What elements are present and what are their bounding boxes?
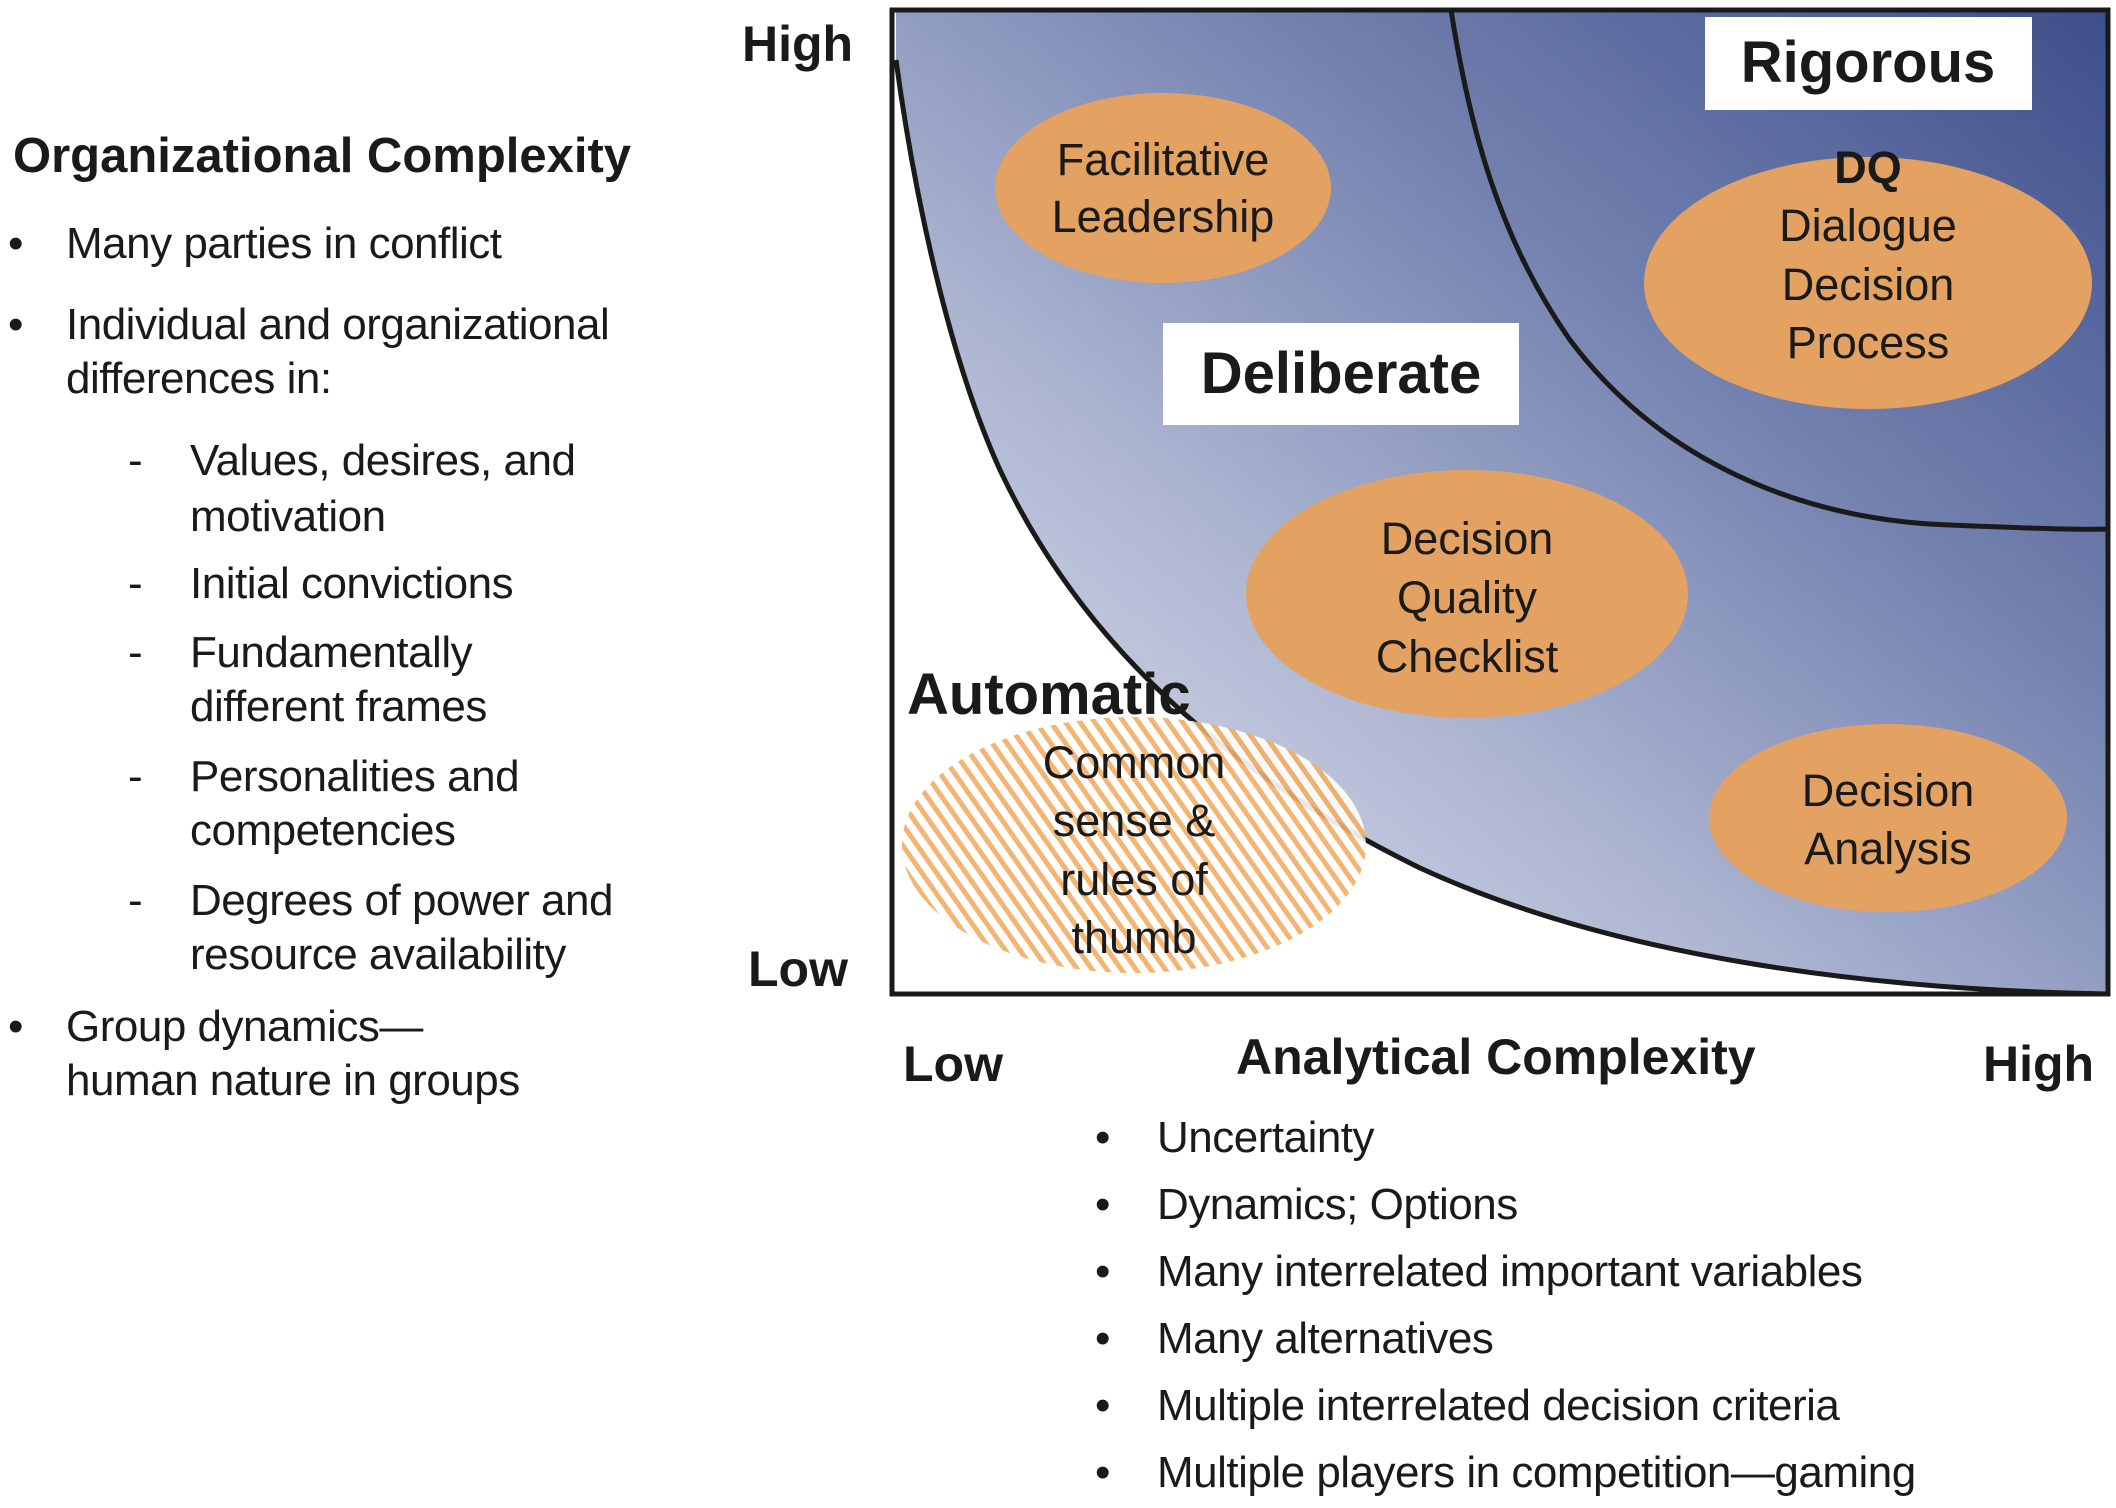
rigorous-label: Rigorous [1741, 30, 1996, 95]
x-axis-title: Analytical Complexity [1236, 1029, 1756, 1085]
analysis-text-1: Decision [1802, 765, 1975, 816]
common-sense-text-3: rules of [1060, 854, 1208, 905]
dq-text-1: Dialogue [1779, 200, 1957, 251]
dash-icon: - [128, 559, 143, 608]
bullet-icon: • [1095, 1180, 1110, 1229]
facilitative-text-2: Leadership [1052, 191, 1275, 242]
common-sense-text-1: Common [1043, 737, 1226, 788]
checklist-text-1: Decision [1381, 513, 1554, 564]
common-sense-text-2: sense & [1053, 795, 1216, 846]
bullet-icon: • [1095, 1381, 1110, 1430]
bullet-icon: • [8, 300, 23, 349]
facilitative-text-1: Facilitative [1057, 134, 1270, 185]
organizational-complexity-title: Organizational Complexity [13, 129, 632, 183]
x-axis-high-label: High [1983, 1036, 2095, 1092]
dq-text-3: Process [1787, 317, 1950, 368]
dq-text-2: Decision [1782, 259, 1955, 310]
bullet-icon: • [1095, 1113, 1110, 1162]
dash-icon: - [128, 876, 143, 925]
automatic-label: Automatic [907, 662, 1191, 727]
facilitative-leadership-ellipse [995, 93, 1331, 283]
bullet-icon: • [8, 219, 23, 268]
bullet-icon: • [8, 1002, 23, 1051]
rigorous-boundary-curve [1448, 10, 2108, 532]
dash-icon: - [128, 752, 143, 801]
x-axis-low-label: Low [903, 1036, 1003, 1092]
checklist-text-3: Checklist [1376, 631, 1559, 682]
dash-icon: - [128, 628, 143, 677]
y-axis-high-label: High [742, 16, 854, 72]
rigorous-label-box [1705, 17, 2032, 110]
deliberate-label-box [1163, 323, 1519, 425]
dq-title: DQ [1834, 142, 1902, 193]
bullet-icon: • [1095, 1314, 1110, 1363]
analysis-text-2: Analysis [1804, 823, 1972, 874]
bullet-icon: • [1095, 1448, 1110, 1497]
decision-quality-checklist-ellipse [1246, 470, 1688, 718]
decision-analysis-ellipse [1709, 724, 2067, 912]
dq-dialogue-ellipse [1644, 157, 2092, 409]
bullet-icon: • [1095, 1247, 1110, 1296]
common-sense-ellipse [902, 717, 1366, 973]
deliberate-label: Deliberate [1201, 341, 1481, 406]
checklist-text-2: Quality [1397, 572, 1538, 623]
plot-frame [889, 7, 2111, 997]
y-axis-low-label: Low [748, 941, 848, 997]
dash-icon: - [128, 436, 143, 485]
common-sense-text-4: thumb [1071, 912, 1196, 963]
